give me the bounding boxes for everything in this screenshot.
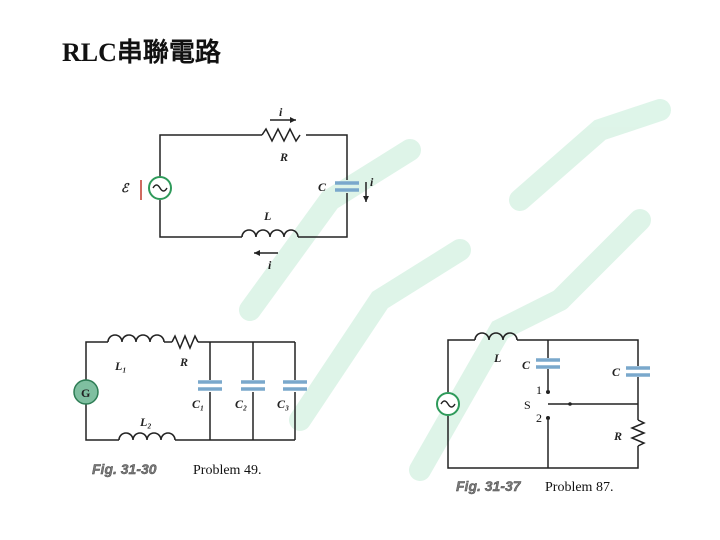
inductor-l-1 — [241, 229, 299, 238]
label-emf: ℰ — [121, 181, 130, 195]
label-c1: C₁ — [192, 397, 204, 411]
problem-87: Problem 87. — [545, 480, 613, 495]
label-c-left: C — [522, 358, 531, 372]
figure-1-series-rlc: i R C i L i ℰ — [121, 105, 374, 272]
problem-49: Problem 49. — [193, 463, 261, 478]
label-current-bottom: i — [268, 258, 272, 272]
label-switch-s: S — [524, 398, 531, 412]
label-l1: L₁ — [114, 359, 127, 373]
label-generator: G — [81, 386, 90, 400]
inductor-l2 — [118, 432, 176, 441]
label-current-right: i — [370, 175, 374, 189]
label-r-3: R — [613, 429, 622, 443]
label-l-1: L — [263, 209, 271, 223]
label-r-2: R — [179, 355, 188, 369]
inductor-l1 — [107, 334, 165, 343]
resistor-r-top — [261, 127, 301, 143]
page-title: RLC串聯電路 — [62, 38, 221, 67]
label-pos-1: 1 — [536, 383, 542, 397]
figure-3-fig-31-37: L C C 1 S 2 R Fig. 31-37 Problem 87. — [436, 332, 650, 495]
resistor-r-3 — [630, 419, 646, 447]
label-c-1: C — [318, 180, 327, 194]
watermark — [239, 99, 671, 481]
fig-label-31-37: Fig. 31-37 — [456, 478, 522, 494]
label-c2: C₂ — [235, 397, 247, 411]
inductor-l-3 — [474, 332, 518, 341]
label-l2: L₂ — [139, 415, 152, 429]
label-current-top: i — [279, 105, 283, 119]
label-r-top: R — [279, 150, 288, 164]
label-c3: C₃ — [277, 397, 289, 411]
resistor-r-2 — [171, 334, 199, 350]
generator-icon — [73, 379, 99, 405]
label-c-right: C — [612, 365, 621, 379]
fig-label-31-30: Fig. 31-30 — [92, 461, 157, 477]
label-l-3: L — [493, 351, 501, 365]
label-pos-2: 2 — [536, 411, 542, 425]
figure-2-fig-31-30: G L₁ R C₁ C₂ C₃ L₂ Fig. 31-30 Problem 49… — [73, 334, 307, 478]
